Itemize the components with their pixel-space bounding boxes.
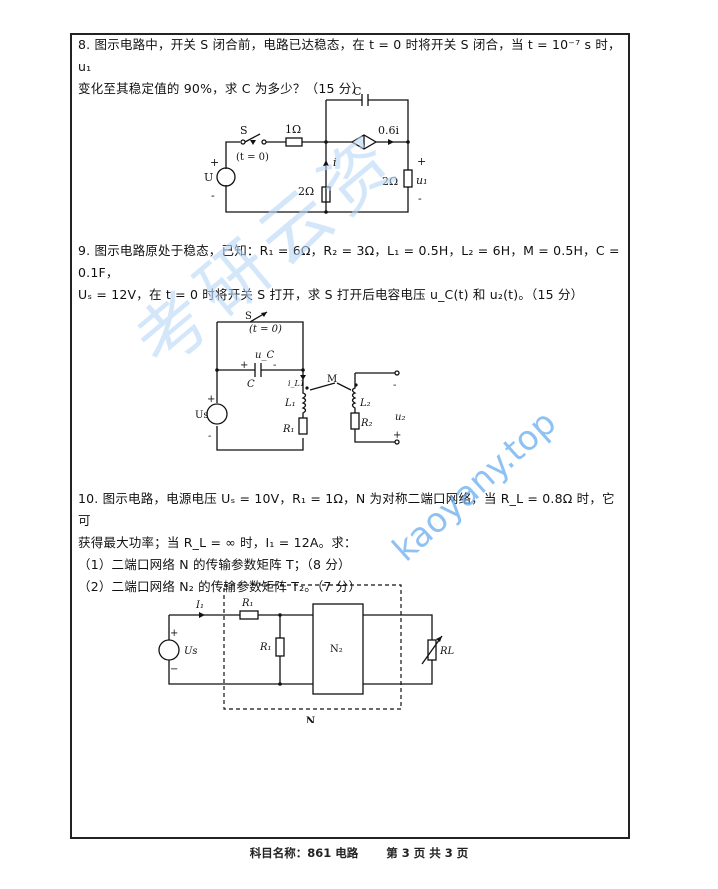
q8-dependent-source-label: 0.6i	[378, 124, 399, 137]
q8-output-minus: -	[418, 192, 422, 205]
q9-l2-label: L₂	[359, 398, 371, 409]
q9-switch-label: S	[245, 311, 252, 322]
q8-capacitor-label: C	[353, 85, 361, 98]
question-8-text: 8. 图示电路中，开关 S 闭合前，电路已达稳态，在 t = 0 时将开关 S …	[78, 34, 623, 100]
question-10-line-1: 10. 图示电路，电源电压 Uₛ = 10V，R₁ = 1Ω，N 为对称二端口网…	[78, 491, 615, 528]
q9-inductor-current: i_L1	[288, 379, 305, 388]
q8-switch-time: (t = 0)	[236, 152, 269, 163]
q9-output-voltage: u₂	[395, 412, 405, 423]
q9-capacitor-voltage: u_C	[255, 350, 274, 361]
q10-series-resistor: R₁	[241, 598, 254, 609]
q8-series-resistor: 1Ω	[285, 123, 301, 136]
footer-subject: 科目名称：861 电路	[249, 846, 359, 860]
page-footer: 科目名称：861 电路 第 3 页 共 3 页	[0, 845, 718, 861]
question-10-part-1: （1）二端口网络 N 的传输参数矩阵 T；（8 分）	[78, 557, 351, 572]
q8-right-resistor: 2Ω	[382, 175, 398, 188]
q9-source-label: Us	[195, 410, 209, 421]
q10-shunt-resistor: R₁	[259, 642, 272, 653]
question-9-text: 9. 图示电路原处于稳态，已知：R₁ = 6Ω，R₂ = 3Ω，L₁ = 0.5…	[78, 240, 623, 306]
q8-left-resistor: 2Ω	[298, 185, 314, 198]
q9-source-minus: -	[208, 431, 211, 442]
question-10-line-2: 获得最大功率；当 R_L = ∞ 时，I₁ = 12A。求：	[78, 535, 357, 550]
question-9-line-1: 9. 图示电路原处于稳态，已知：R₁ = 6Ω，R₂ = 3Ω，L₁ = 0.5…	[78, 243, 620, 280]
page-border	[70, 33, 630, 839]
q9-capacitor-label: C	[247, 379, 255, 390]
question-10-text: 10. 图示电路，电源电压 Uₛ = 10V，R₁ = 1Ω，N 为对称二端口网…	[78, 488, 623, 598]
q9-output-minus: -	[393, 380, 396, 391]
q10-source-plus: +	[170, 628, 178, 639]
q9-mutual-label: M	[327, 374, 337, 385]
q8-output-voltage: u₁	[416, 174, 428, 187]
q8-source-minus: -	[211, 189, 215, 202]
question-10-part-2: （2）二端口网络 N₂ 的传输参数矩阵 T₂。（7 分）	[78, 579, 362, 594]
footer-page-number: 第 3 页 共 3 页	[386, 846, 469, 860]
question-9-line-2: Uₛ = 12V，在 t = 0 时将开关 S 打开，求 S 打开后电容电压 u…	[78, 287, 584, 302]
q9-capacitor-minus: -	[273, 360, 276, 371]
q9-capacitor-plus: +	[240, 360, 248, 371]
q10-n-label: N	[306, 716, 315, 723]
q10-current-label: I₁	[195, 600, 204, 611]
q10-n2-label: N₂	[330, 644, 343, 655]
q10-source-minus: −	[170, 664, 178, 675]
q8-current-label: i	[333, 156, 337, 169]
circuit-diagram-q10: I₁ R₁ R₁ N₂ N RL Us + −	[150, 578, 460, 723]
q9-r1-label: R₁	[282, 424, 295, 435]
q10-load-label: RL	[439, 646, 455, 657]
q9-l1-label: L₁	[284, 398, 296, 409]
circuit-diagram-q9: S (t = 0) u_C + - C i_L1 M L₁ L₂ R₁ R₂ U…	[195, 308, 425, 463]
circuit-diagram-q8: C S (t = 0) 1Ω 0.6i i 2Ω 2Ω u₁ U + - + -	[190, 82, 450, 227]
q10-source-label: Us	[184, 646, 198, 657]
q8-switch-label: S	[240, 124, 248, 137]
q9-source-plus: +	[207, 394, 215, 405]
question-8-line-2: 变化至其稳定值的 90%，求 C 为多少？（15 分）	[78, 81, 365, 96]
q8-source-plus: +	[210, 156, 219, 169]
q9-r2-label: R₂	[360, 418, 373, 429]
q8-source-label: U	[204, 171, 213, 184]
q8-output-plus: +	[417, 155, 426, 168]
question-8-line-1: 8. 图示电路中，开关 S 闭合前，电路已达稳态，在 t = 0 时将开关 S …	[78, 37, 621, 74]
q9-output-plus: +	[393, 430, 401, 441]
q9-switch-time: (t = 0)	[249, 324, 282, 335]
